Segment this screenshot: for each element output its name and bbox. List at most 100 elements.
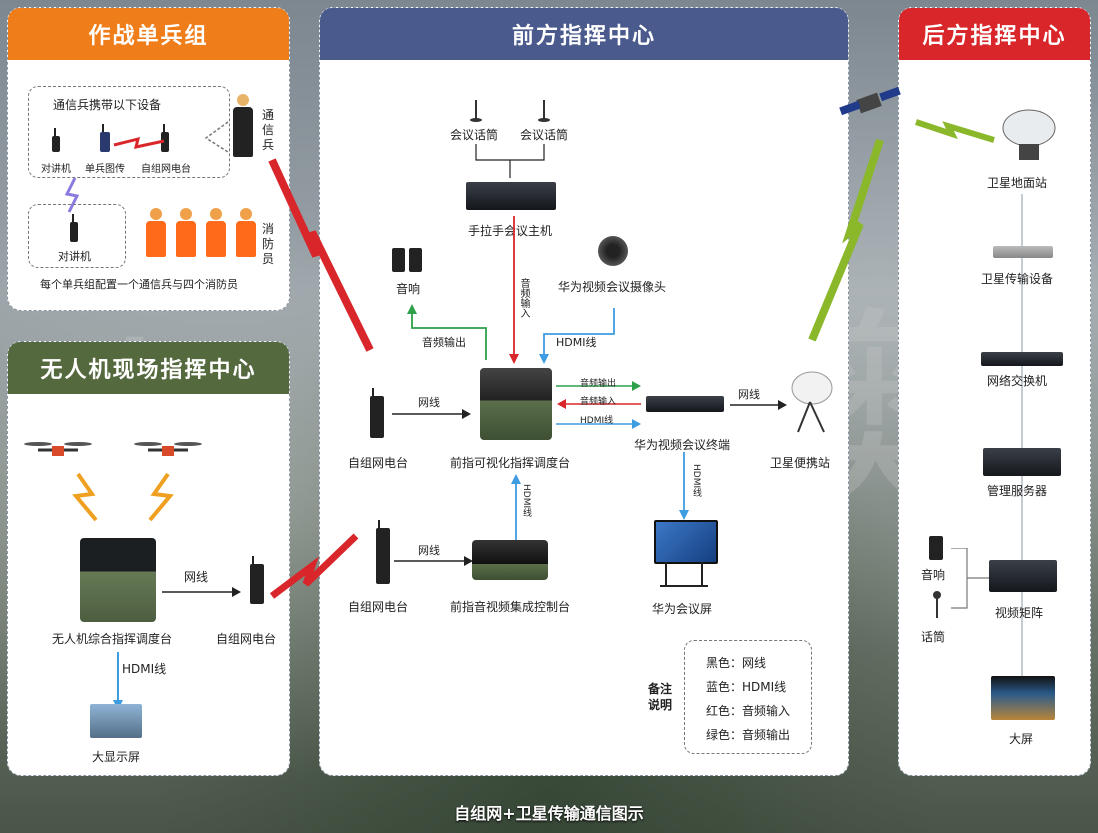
drone-hdmi-label: HDMI线 xyxy=(122,662,167,676)
mic-icon-2 xyxy=(538,100,550,122)
firefighter-4 xyxy=(236,208,256,257)
device-label-radio: 自组网电台 xyxy=(141,164,191,175)
comm-soldier-figure xyxy=(233,94,253,157)
rear-mic-icon xyxy=(933,591,941,618)
drone-net-arrow xyxy=(162,587,241,597)
net2-label: 网线 xyxy=(738,388,760,401)
drone-radio-label: 自组网电台 xyxy=(216,632,277,646)
rear-mic-label: 话筒 xyxy=(921,630,946,644)
conference-host-device xyxy=(466,182,556,210)
legend-item-audio-out: 绿色：音频输出 xyxy=(706,728,791,742)
audio-out-label: 音频输出 xyxy=(422,336,466,349)
mesh-radio-icon xyxy=(161,124,169,152)
drone-1 xyxy=(24,442,92,456)
mid-hdmi-label: HDMI线 xyxy=(580,416,614,426)
mid-audio-out-label: 音频输出 xyxy=(580,379,617,389)
drone-screen-device xyxy=(90,704,142,738)
callout-pointer xyxy=(204,121,229,153)
conf-screen-stand xyxy=(660,562,708,587)
legend-title-1: 备注 xyxy=(648,682,673,696)
wireless-bolt-icon xyxy=(113,136,165,149)
hdmi-top-label: HDMI线 xyxy=(556,336,597,349)
diagram-title: 自组网+卫星传输通信图示 xyxy=(454,804,644,823)
av-console-label: 前指音视频集成控制台 xyxy=(450,600,571,614)
rear-speaker-label: 音响 xyxy=(921,568,946,582)
front-panel: 前方指挥中心 会议话筒 会议话筒 手拉手会议主机 音响 华为视频会议摄像头 音频… xyxy=(319,7,849,776)
video-terminal-device xyxy=(646,396,724,412)
net1-arrow xyxy=(392,409,471,419)
drone-link-bolt-1 xyxy=(72,472,98,522)
firefighter-3 xyxy=(206,208,226,257)
legend-title-2: 说明 xyxy=(648,698,673,712)
legend-item-hdmi: 蓝色：HDMI线 xyxy=(706,680,787,694)
drone-panel: 无人机现场指挥中心 网线 无人机综合指挥调度台 自组网电台 HDMI线 大显示屏 xyxy=(7,341,290,776)
front-console-label: 前指可视化指挥调度台 xyxy=(450,456,571,470)
hdmi-terminal-screen-arrow xyxy=(679,452,689,520)
drone-link-label: 网线 xyxy=(184,570,209,584)
comm-soldier-label: 通信兵 xyxy=(262,108,275,152)
sat-transmit-device xyxy=(993,246,1053,258)
device-label-transmitter: 单兵图传 xyxy=(85,164,125,175)
net3-arrow xyxy=(394,556,473,566)
speaker-device xyxy=(392,248,426,274)
rear-panel: 后方指挥中心 卫星地面站 卫星传输设备 网络交换机 管理服务器 视频矩阵 音响 … xyxy=(898,7,1091,776)
audio-out-arrow xyxy=(407,304,487,360)
drone-console-label: 无人机综合指挥调度台 xyxy=(52,632,173,646)
rear-item-sat-transmit: 卫星传输设备 xyxy=(981,272,1054,286)
drones-illustration xyxy=(24,442,202,522)
hdmi-v2-label: HDMI线 xyxy=(521,484,531,518)
front-console-device xyxy=(480,368,552,440)
device-label-walkie: 对讲机 xyxy=(41,164,71,175)
drone-title: 无人机现场指挥中心 xyxy=(8,342,289,394)
firefighter-2 xyxy=(176,208,196,257)
mic-label-1: 会议话筒 xyxy=(450,128,499,142)
drone-screen-label: 大显示屏 xyxy=(92,750,141,764)
squad-title: 作战单兵组 xyxy=(8,8,289,60)
radio1-icon xyxy=(370,388,384,438)
drone-link-bolt-2 xyxy=(148,472,174,522)
carry-note: 通信兵携带以下设备 xyxy=(53,98,162,112)
walkie-icon xyxy=(52,128,60,152)
front-title: 前方指挥中心 xyxy=(320,8,848,60)
radio2-label: 自组网电台 xyxy=(348,600,409,614)
firefighters-label: 消防员 xyxy=(262,222,275,266)
switch-device xyxy=(981,352,1063,366)
firefighter-1 xyxy=(146,208,166,257)
camera-device xyxy=(598,236,628,266)
rear-item-switch: 网络交换机 xyxy=(987,374,1048,388)
big-screen-device xyxy=(991,676,1055,720)
legend-box xyxy=(684,640,812,754)
drone-console-device xyxy=(80,538,156,622)
speaker-label: 音响 xyxy=(396,282,421,296)
server-device xyxy=(983,448,1061,476)
net3-label: 网线 xyxy=(418,544,440,557)
image-transmitter-icon xyxy=(100,124,110,152)
hdmi-v1-label: HDMI线 xyxy=(691,464,701,498)
rear-item-ground-station: 卫星地面站 xyxy=(987,176,1048,190)
rear-speaker-device xyxy=(929,536,943,560)
mic-label-2: 会议话筒 xyxy=(520,128,569,142)
audio-in-vertical-label: 音频输入 xyxy=(518,278,529,318)
rear-item-server: 管理服务器 xyxy=(987,484,1048,498)
net2-arrow xyxy=(730,400,787,410)
video-matrix-device xyxy=(989,560,1057,592)
mid-audio-in-label: 音频输入 xyxy=(580,397,617,407)
squad-walkie-box xyxy=(28,204,126,268)
mic-tree xyxy=(470,100,550,178)
legend-item-net: 黑色：网线 xyxy=(706,656,767,670)
video-terminal-label: 华为视频会议终端 xyxy=(634,438,731,452)
camera-label: 华为视频会议摄像头 xyxy=(558,280,667,294)
av-console-device xyxy=(472,540,548,580)
net1-label: 网线 xyxy=(418,396,440,409)
audio-in-arrow xyxy=(509,216,519,364)
satellite-portable-label: 卫星便携站 xyxy=(770,456,831,470)
hdmi-av-console-arrow xyxy=(511,474,521,540)
conf-screen-label: 华为会议屏 xyxy=(652,602,713,616)
walkie-icon-2 xyxy=(70,214,78,242)
console-terminal-links xyxy=(556,381,641,429)
rear-item-matrix: 视频矩阵 xyxy=(995,606,1044,620)
satellite-portable-icon xyxy=(791,371,833,433)
ground-station-icon xyxy=(1002,109,1056,160)
squad-device-box xyxy=(28,86,230,178)
radio2-icon xyxy=(376,520,390,584)
